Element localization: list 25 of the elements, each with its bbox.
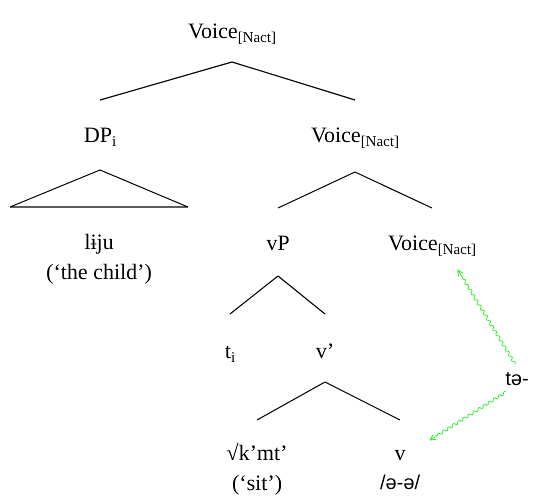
tree-branch (100, 61, 232, 101)
gloss-text: (‘the child’) (46, 258, 152, 286)
tree-branch (232, 61, 356, 101)
tree-branch (278, 276, 326, 314)
morpheme-label: /ə-ə/ (380, 471, 420, 496)
triangle-branch (9, 169, 189, 208)
node-label: DP$_{i}$ (84, 121, 116, 150)
node-label: lɨju (84, 228, 114, 256)
wavy-arrow (430, 391, 506, 440)
node-label: vP (266, 229, 290, 257)
wavy-arrow (458, 270, 516, 364)
tree-branch (230, 276, 278, 314)
tree-branch (278, 171, 356, 209)
gloss-text: (‘sit’) (232, 469, 282, 497)
node-label: v’ (316, 337, 334, 365)
node-label: t$_{i}$ (224, 337, 236, 366)
tree-branch (324, 381, 400, 421)
node-label: Voice$_{[Nact]}$ (310, 121, 399, 150)
node-label: v (394, 439, 406, 467)
morpheme-label: tə- (505, 367, 529, 392)
tree-branch (256, 381, 326, 421)
tree-branch (354, 171, 432, 209)
node-label: √k’mt’ (226, 439, 288, 467)
node-label: Voice$_{[Nact]}$ (388, 229, 476, 258)
node-label: Voice$_{[Nact]}$ (188, 17, 276, 46)
